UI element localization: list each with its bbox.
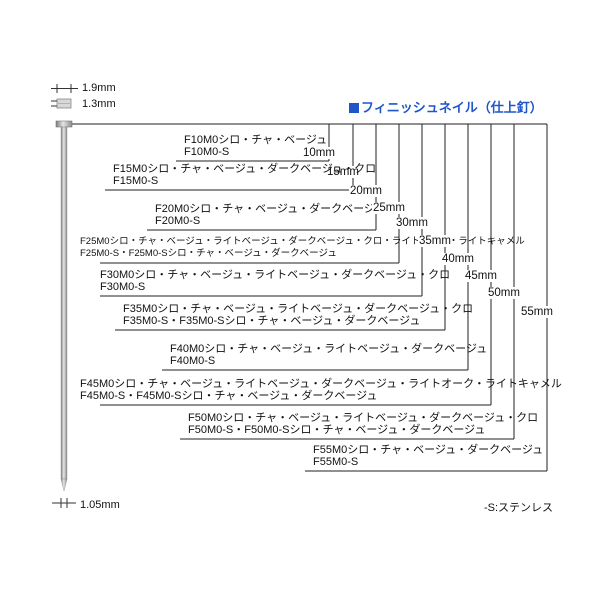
nail-length-label: 55mm — [520, 306, 554, 318]
nail-length-label: 45mm — [464, 270, 498, 282]
nail-tip — [60, 478, 68, 492]
nail-model-label: F25M0シロ・チャ・ベージュ・ライトベージュ・ダークベージュ・クロ・ライトオー… — [80, 236, 525, 260]
nail-shank — [60, 126, 68, 480]
model-colors-line: F40M0シロ・チャ・ベージュ・ライトベージュ・ダークベージュ — [170, 343, 488, 355]
model-colors-line: F10M0シロ・チャ・ベージュ — [184, 134, 328, 146]
model-colors-line: F30M0シロ・チャ・ベージュ・ライトベージュ・ダークベージュ・クロ — [100, 269, 451, 281]
nail-length-label: 15mm — [326, 166, 360, 178]
nail-length-label: 20mm — [349, 185, 383, 197]
model-colors-line: F55M0シロ・チャ・ベージュ・ダークベージュ — [313, 444, 544, 456]
page-title: フィニッシュネイル（仕上釘） — [349, 97, 543, 116]
model-stainless-line: F10M0-S — [184, 146, 230, 158]
model-stainless-line: F55M0-S — [313, 456, 359, 468]
nail-model-label: F45M0シロ・チャ・ベージュ・ライトベージュ・ダークベージュ・ライトオーク・ラ… — [80, 378, 562, 402]
head-thickness-marker — [51, 98, 72, 109]
model-colors-line: F25M0シロ・チャ・ベージュ・ライトベージュ・ダークベージュ・クロ・ライトオー… — [80, 236, 525, 247]
footnote: -S:ステンレス — [484, 502, 554, 514]
head-width-marker — [51, 84, 78, 93]
model-stainless-line: F50M0-S・F50M0-Sシロ・チャ・ベージュ・ダークベージュ — [188, 424, 486, 436]
model-stainless-line: F40M0-S — [170, 355, 216, 367]
nail-length-label: 10mm — [302, 147, 336, 159]
model-colors-line: F50M0シロ・チャ・ベージュ・ライトベージュ・ダークベージュ・クロ — [188, 412, 539, 424]
model-colors-line: F20M0シロ・チャ・ベージュ・ダークベージュ — [155, 203, 386, 215]
square-bullet-icon — [349, 103, 359, 113]
head-thickness-label: 1.3mm — [82, 98, 116, 110]
model-stainless-line: F20M0-S — [155, 215, 201, 227]
model-stainless-line: F35M0-S・F35M0-Sシロ・チャ・ベージュ・ダークベージュ — [123, 315, 421, 327]
nail-length-label: 40mm — [441, 253, 475, 265]
nail-length-label: 25mm — [372, 202, 406, 214]
model-stainless-line: F30M0-S — [100, 281, 146, 293]
model-stainless-line: F15M0-S — [113, 175, 159, 187]
shank-diameter-label: 1.05mm — [80, 499, 120, 511]
nail-head — [55, 120, 73, 128]
nail-length-label: 35mm — [418, 235, 452, 247]
model-colors-line: F15M0シロ・チャ・ベージュ・ダークベージュ・クロ — [113, 163, 377, 175]
model-stainless-line: F25M0-S・F25M0-Sシロ・チャ・ベージュ・ダークベージュ — [80, 248, 337, 259]
model-colors-line: F35M0シロ・チャ・ベージュ・ライトベージュ・ダークベージュ・クロ — [123, 303, 474, 315]
model-stainless-line: F45M0-S・F45M0-Sシロ・チャ・ベージュ・ダークベージュ — [80, 390, 378, 402]
head-width-label: 1.9mm — [82, 82, 116, 94]
shank-diameter-marker — [52, 498, 76, 508]
nail-length-label: 30mm — [395, 217, 429, 229]
nail-length-label: 50mm — [487, 287, 521, 299]
model-colors-line: F45M0シロ・チャ・ベージュ・ライトベージュ・ダークベージュ・ライトオーク・ラ… — [80, 378, 562, 390]
